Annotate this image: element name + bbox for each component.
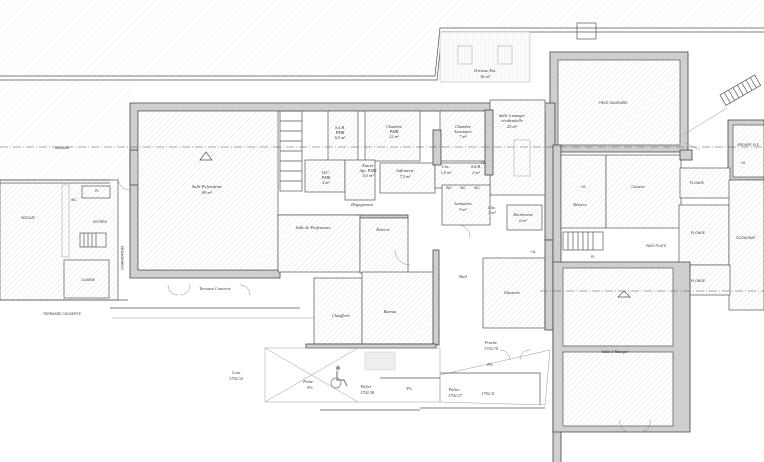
salle-polyvalente: Salle Polyvalente 89 m² Terrasse Couvert… xyxy=(137,110,279,291)
entree-label: ENTRÉE xyxy=(93,219,107,224)
hall-label: Hall xyxy=(458,274,467,279)
svg-text:3 m²: 3 m² xyxy=(488,210,496,215)
wc-cabin-label: WC xyxy=(446,186,452,190)
piece-sanitaire: PIECE SANITAIRE xyxy=(549,51,689,153)
glasserie-label: Glasserie xyxy=(504,290,521,295)
circ-label: Circ. xyxy=(488,205,497,210)
garage-label: GARAGE xyxy=(55,146,70,150)
palier-label: Palier xyxy=(448,387,460,392)
central-rooms: S.d.B. PMR 6,5 m² Chambre PMR 12 m² Cham… xyxy=(304,99,546,231)
slope-label: 5% xyxy=(406,386,412,391)
svg-text:Assistance: Assistance xyxy=(453,129,472,134)
wc-cabin-label: WC xyxy=(474,186,480,190)
svg-text:12 m²: 12 m² xyxy=(389,134,399,139)
circ-small-label: Circ. xyxy=(442,164,451,169)
entree-apt-label: Entrée xyxy=(361,163,374,168)
salle-a-manger: Salle à Manger xyxy=(552,261,691,433)
porche-label: Porche xyxy=(484,340,497,345)
terrasse-couverte-label: TERRASSE COUVERTE xyxy=(43,312,82,316)
level-marker: +11 xyxy=(530,250,536,254)
terrasse-ext: Terrasse Ext. 16 m² xyxy=(439,22,597,83)
stair-icon xyxy=(279,110,303,192)
slope-label: 8% xyxy=(487,362,493,367)
svg-text:PMR: PMR xyxy=(321,175,331,180)
economat-label: ECONOMAT xyxy=(736,236,755,240)
sejour-label: SÉJOUR xyxy=(21,215,35,220)
degagement-label: Dégagement xyxy=(350,202,374,207)
cour-label: Cour xyxy=(232,370,241,375)
sdb-pmr-label: S.d.B. xyxy=(335,125,345,130)
svg-text:6,5 m²: 6,5 m² xyxy=(335,135,347,141)
level-marker: +11 xyxy=(580,185,586,189)
stair-icon xyxy=(719,74,762,106)
palier-label: Palier xyxy=(360,384,372,389)
terrasse-couverte-label: Terrasse Couverte xyxy=(199,286,231,291)
salle-professeurs-label: Salle de Professeurs xyxy=(296,225,331,230)
chambre-pmr-label: Chambre xyxy=(386,124,402,129)
svg-text:9 m²: 9 m² xyxy=(459,207,467,212)
groupe-ele: GROUPE ELE +11 xyxy=(727,119,764,181)
svg-text:résidentielle: résidentielle xyxy=(501,118,522,123)
pl-label: PL xyxy=(591,255,595,259)
wheelchair-icon xyxy=(330,365,348,389)
degagement-label: DEGAGEMENT xyxy=(120,246,124,270)
plonge-label: PLONGE xyxy=(691,279,706,283)
svg-text:PMR: PMR xyxy=(389,129,399,134)
level-marker: +11 xyxy=(480,161,486,165)
pente-slope: 5% xyxy=(307,385,313,390)
cuisine-label: CUISINE xyxy=(81,278,95,282)
palier-level: 1792.37 xyxy=(448,393,463,398)
infirmerie-label: Infirmerie xyxy=(395,168,414,173)
svg-text:6 m²: 6 m² xyxy=(519,218,527,223)
wc-cabin-label: WC xyxy=(460,186,466,190)
cuisine-label: Cuisine xyxy=(631,184,644,189)
svg-text:7,5 m²: 7,5 m² xyxy=(400,174,412,180)
palier-level: 1792.38 xyxy=(360,390,375,395)
chambre-assistance-label: Chambre xyxy=(455,124,471,129)
level-label: 1792.11 xyxy=(481,391,495,396)
porche-level: 1792.70 xyxy=(484,346,499,351)
section-marker-icon xyxy=(617,290,631,298)
reserve-label: Réserve xyxy=(375,227,390,232)
svg-text:7 m²: 7 m² xyxy=(459,134,467,139)
svg-text:PMR: PMR xyxy=(335,130,345,135)
outdoor-ramp: Cour 1792.32 Pente 5% Palier 1792.38 5% … xyxy=(229,340,551,411)
pl-label: PL xyxy=(95,189,99,193)
wc-pmr-label: W.C. xyxy=(322,170,330,175)
chaufferie-label: Chaufferie xyxy=(332,313,350,318)
sanitaires-label: Sanitaires xyxy=(454,201,472,206)
svg-text:2 m²: 2 m² xyxy=(472,170,480,175)
reserve-label: Réserve xyxy=(572,202,587,207)
salle-polyvalente-area: 89 m² xyxy=(202,190,212,195)
plonge-label: PLONGE xyxy=(690,181,705,185)
section-marker-icon xyxy=(199,151,213,161)
exterior-ground xyxy=(0,0,764,180)
pente-label: Pente xyxy=(302,379,313,384)
svg-text:1,5 m²: 1,5 m² xyxy=(441,170,453,176)
svg-text:20 m²: 20 m² xyxy=(507,124,517,129)
bureau-label: Bureau xyxy=(384,309,397,314)
svg-text:4 m²: 4 m² xyxy=(322,180,330,185)
svg-text:Apt. PMR: Apt. PMR xyxy=(359,168,377,173)
groupe-ele-label: GROUPE ELE xyxy=(737,143,760,147)
wc-label: WC xyxy=(71,198,77,202)
plonge-label: PLONGE xyxy=(691,231,706,235)
kitchenette-label: Kitchenette xyxy=(512,212,533,217)
terrasse-ext-label: Terrasse Ext. xyxy=(474,68,497,73)
pass-plats-label: PASS PLATS xyxy=(646,244,667,248)
salle-a-manger-label: Salle à Manger xyxy=(602,349,629,354)
left-house: GARAGE SÉJOUR WC PL ENTRÉE CUISINE TERRA… xyxy=(0,146,440,319)
piece-sanitaire-label: PIECE SANITAIRE xyxy=(599,101,629,105)
salle-a-manger-res-label: Salle à manger xyxy=(499,113,525,118)
cour-level: 1792.32 xyxy=(229,376,244,381)
salle-polyvalente-label: Salle Polyvalente xyxy=(192,184,222,189)
sdb-label: S.d.B. xyxy=(471,164,481,169)
lower-rooms: Salle de Professeurs Réserve Hall Glasse… xyxy=(277,214,554,349)
level-marker: +11 xyxy=(740,161,746,165)
svg-text:4,5 m²: 4,5 m² xyxy=(363,173,375,179)
terrasse-ext-area: 16 m² xyxy=(480,74,490,79)
